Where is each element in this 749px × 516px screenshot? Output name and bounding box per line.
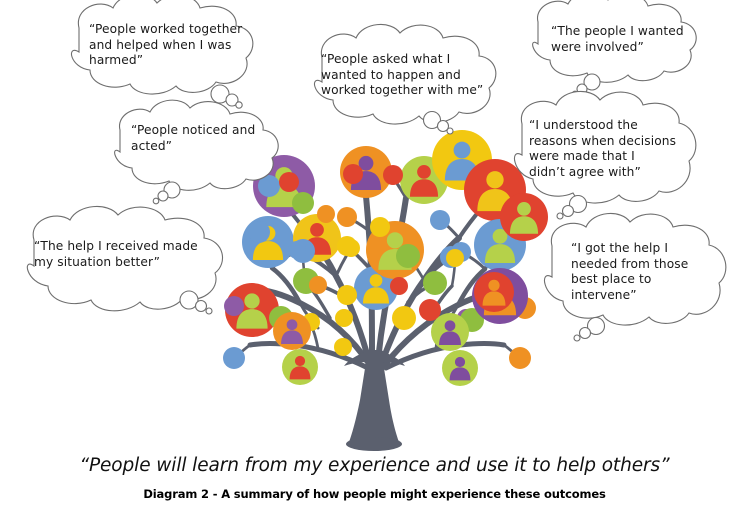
thought-bubble-people-noticed (114, 99, 279, 205)
thought-bubble-got-help-needed (543, 213, 727, 342)
thought-bubbles-group (26, 0, 727, 342)
tree-leaves (223, 130, 548, 386)
thought-bubble-help-received (26, 205, 224, 315)
thought-bubble-people-asked (313, 24, 497, 135)
tree-illustration (223, 130, 548, 451)
tree-trunk (344, 350, 405, 451)
footer-quote: “People will learn from my experience an… (79, 455, 670, 476)
diagram-caption: Diagram 2 - A summary of how people migh… (143, 487, 606, 501)
thought-bubble-understood-reasons (513, 91, 697, 220)
thought-bubble-people-wanted-involved (532, 0, 697, 98)
thought-bubble-people-worked-together (70, 0, 254, 109)
